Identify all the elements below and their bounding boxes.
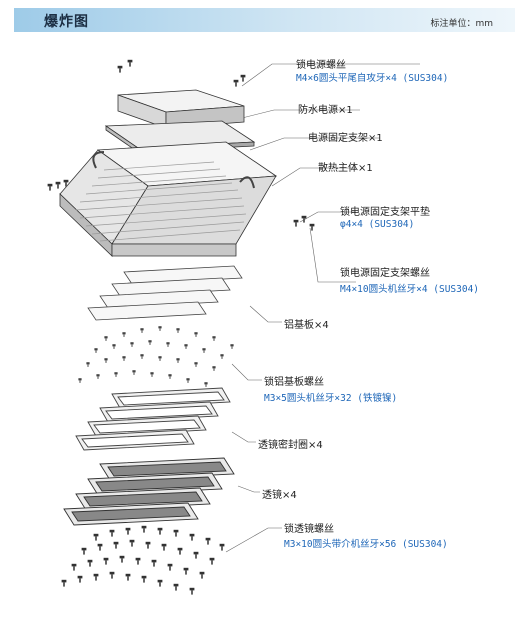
label-board-screw: 锁铝基板螺丝: [264, 377, 324, 388]
label-waterproof-psu: 防水电源×1: [298, 105, 353, 116]
lens-screw-parts: [61, 525, 225, 595]
header-bar: 爆炸图 标注单位：mm: [14, 8, 515, 32]
power-screw-parts: [117, 59, 246, 87]
label-lens: 透镜×4: [262, 490, 297, 501]
unit-label: 标注单位：mm: [430, 19, 493, 29]
aluminum-board-parts: [87, 265, 243, 321]
page-title: 爆炸图: [44, 14, 89, 30]
label-psu-bracket: 电源固定支架×1: [308, 133, 383, 144]
label-power-screw: 锁电源螺丝: [296, 60, 346, 71]
label-heatsink-body: 散热主体×1: [318, 163, 373, 174]
spec-lens-screw: M3×10圆头带介机丝牙×56 (SUS304): [284, 539, 448, 550]
board-screw-parts: [78, 326, 234, 387]
lens-parts: [63, 457, 235, 526]
label-bracket-washer: 锁电源固定支架平垫: [340, 207, 430, 218]
label-lens-gasket: 透镜密封圈×4: [258, 440, 323, 451]
spec-power-screw: M4×6圆头平尾自攻牙×4 (SUS304): [296, 73, 449, 84]
label-aluminum-board: 铝基板×4: [284, 320, 329, 331]
leader-lines: [225, 63, 420, 553]
spec-bracket-screw: M4×10圆头机丝牙×4 (SUS304): [340, 284, 480, 295]
label-bracket-screw: 锁电源固定支架螺丝: [340, 268, 430, 279]
heatsink-body-part: [59, 141, 278, 257]
label-lens-screw: 锁透镜螺丝: [284, 524, 334, 535]
waterproof-psu-part: [117, 89, 245, 129]
lens-gasket-parts: [75, 387, 231, 451]
spec-bracket-washer: φ4×4 (SUS304): [340, 219, 415, 230]
spec-board-screw: M3×5圆头机丝牙×32 (铁镀镍): [264, 393, 398, 404]
